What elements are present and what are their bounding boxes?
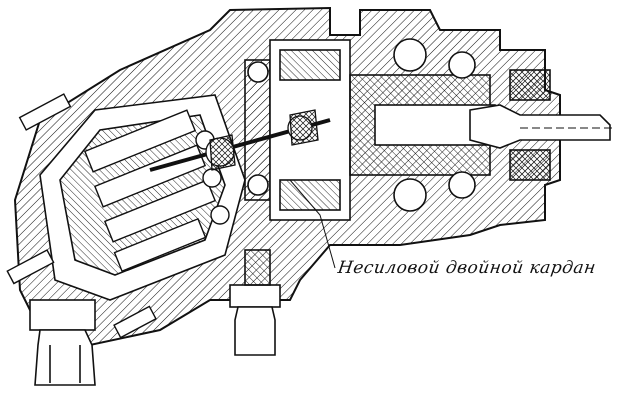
pistons (83, 109, 230, 273)
bolts (6, 93, 157, 339)
cardan-annotation: Несиловой двойной кардан (336, 258, 598, 278)
drive-flange (244, 39, 351, 221)
main-shaft (349, 38, 612, 212)
leader-line (289, 179, 336, 269)
port-fittings (29, 249, 281, 386)
double-cardan (149, 109, 331, 172)
